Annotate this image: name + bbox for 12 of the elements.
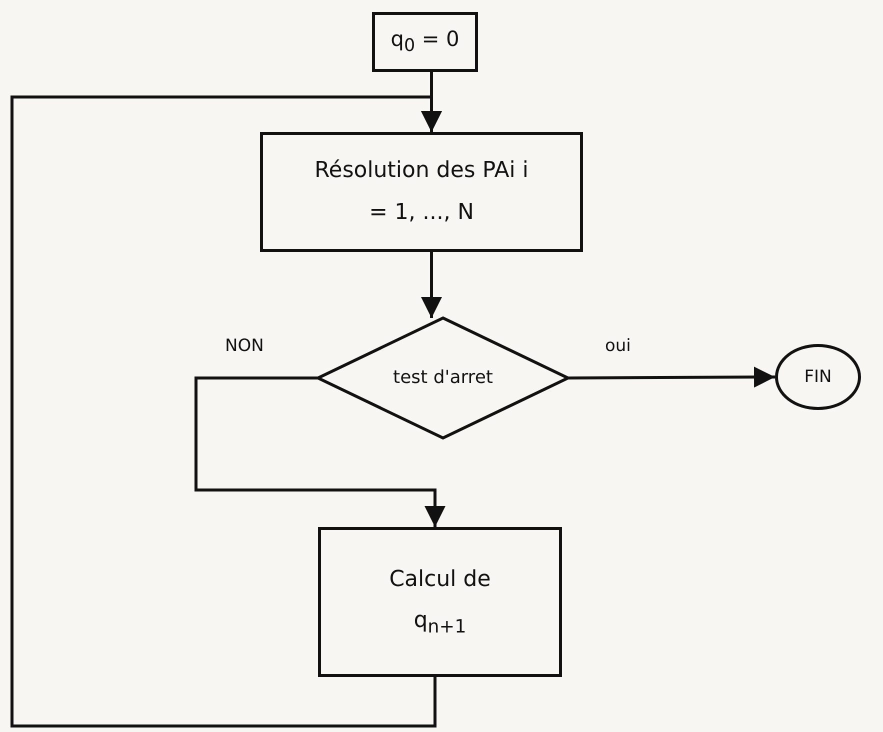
- node-text: FIN: [803, 366, 833, 389]
- node-text: q$_{0}$ = 0: [390, 26, 460, 58]
- node-text: Résolution des PAi i = 1, ..., N: [313, 157, 530, 227]
- arrow: [421, 252, 442, 318]
- node-text: Calcul de q$_{n+1}$: [388, 566, 492, 640]
- arrow: [568, 366, 775, 388]
- arrow: [10, 96, 442, 728]
- arrow: [194, 376, 446, 527]
- node-text: test d'arret: [392, 366, 494, 390]
- process-box: [318, 527, 562, 677]
- start-box: [372, 12, 478, 72]
- process-box: [260, 132, 583, 252]
